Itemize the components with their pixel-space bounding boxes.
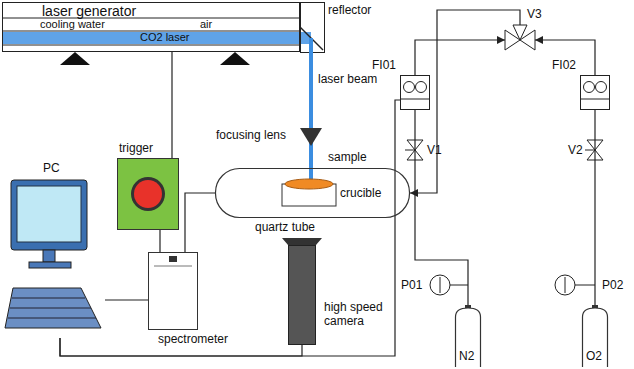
part-label: air [200, 18, 212, 31]
connector-line [415, 36, 505, 75]
connector-line [185, 193, 215, 252]
pc-computer: PC [5, 178, 105, 338]
connector-line [105, 300, 148, 301]
three-way-valve: V3 [505, 25, 535, 55]
node-label: trigger [119, 141, 153, 155]
part-label: crucible [340, 186, 381, 200]
connector-line [60, 100, 400, 356]
connector-line [172, 52, 173, 158]
trigger-box: trigger [117, 158, 179, 230]
high-speed-camera: high speed camera [288, 245, 316, 345]
connector-line [160, 230, 161, 252]
spectrometer-box: spectrometer [148, 252, 198, 330]
node-label: quartz tube [255, 220, 315, 234]
node-label: spectrometer [158, 332, 228, 346]
part-label: V1 [427, 143, 442, 157]
flow-meter: FI02 [580, 75, 610, 110]
node-label: FI02 [552, 58, 576, 72]
part-label: V2 [568, 143, 583, 157]
gas-cylinder: O2 [582, 305, 608, 367]
part-label: cooling water [40, 18, 105, 31]
connector-line [595, 110, 596, 305]
node-label: O2 [586, 349, 602, 363]
part-label: sample [328, 150, 367, 164]
part-label: laser beam [318, 72, 377, 86]
node-label: PC [43, 161, 60, 175]
node-label: V3 [527, 7, 542, 21]
part-label: CO2 laser [140, 31, 190, 44]
part-label: P01 [401, 278, 422, 292]
connector-line [415, 110, 468, 305]
node-label: laser generator [42, 4, 136, 18]
part-label: focusing lens [216, 128, 286, 142]
gas-cylinder: N2 [455, 305, 481, 367]
connector-line [535, 36, 595, 75]
node-label: FI01 [372, 58, 396, 72]
node-label: high speed camera [324, 300, 386, 328]
flow-meter: FI01 [400, 75, 430, 110]
part-label: reflector [328, 3, 371, 17]
node-label: N2 [459, 349, 474, 363]
part-label: P02 [602, 278, 623, 292]
